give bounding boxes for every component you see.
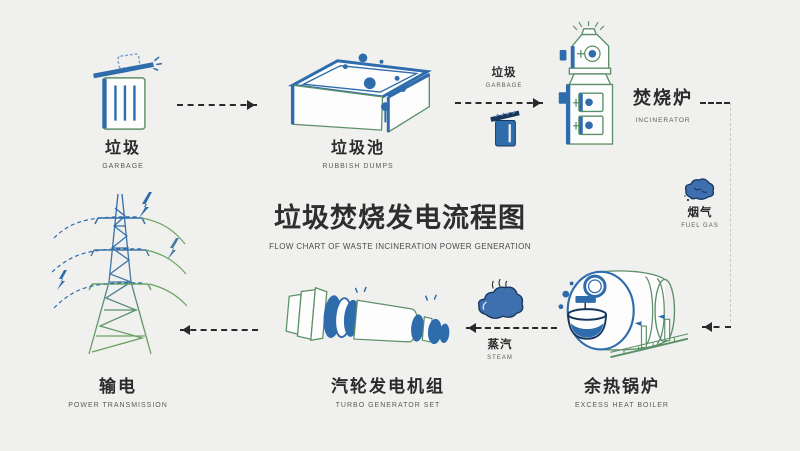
diagram-title-zh: 垃圾焚烧发电流程图 [274, 203, 526, 233]
power-transmission-label-zh: 输电 [99, 377, 137, 396]
garbage-can-icon [86, 52, 162, 136]
flue-path-top-segment [700, 102, 730, 104]
transmission-tower-icon [52, 186, 187, 366]
turbo-generator-label-zh: 汽轮发电机组 [331, 377, 445, 396]
garbage-feed-label-en: GARBAGE [485, 83, 523, 89]
fuel-gas-cloud-icon [682, 176, 718, 204]
steam-label-en: STEAM [487, 355, 513, 361]
rubbish-dumps-label: 垃圾池 RUBBISH DUMPS [308, 134, 408, 170]
fuel-gas-label-zh: 烟气 [687, 207, 713, 219]
arrow-dumps-to-incinerator [455, 98, 543, 108]
rubbish-dumps-label-en: RUBBISH DUMPS [322, 163, 394, 170]
diagram-title: 垃圾焚烧发电流程图 FLOW CHART OF WASTE INCINERATI… [230, 196, 570, 251]
steam-label: 蒸汽 STEAM [470, 336, 530, 361]
garbage-label: 垃圾 GARBAGE [73, 134, 173, 170]
garbage-feed-label: 垃圾 GARBAGE [474, 64, 534, 89]
arrow-boiler-to-turbine [466, 323, 557, 333]
turbo-generator-label-en: TURBO GENERATOR SET [335, 402, 441, 409]
excess-heat-boiler-label: 余热锅炉 EXCESS HEAT BOILER [542, 372, 702, 409]
power-transmission-label-en: POWER TRANSMISSION [68, 402, 168, 409]
steam-cloud-icon [476, 278, 526, 322]
flue-path-vertical-segment [730, 103, 731, 322]
steam-label-zh: 蒸汽 [487, 339, 513, 351]
incinerator-label-zh: 焚烧炉 [633, 88, 693, 108]
garbage-label-en: GARBAGE [102, 163, 144, 170]
rubbish-dumps-label-zh: 垃圾池 [330, 140, 385, 157]
fuel-gas-label-en: FUEL GAS [681, 223, 719, 229]
power-transmission-label: 输电 POWER TRANSMISSION [38, 372, 198, 409]
arrow-flue-to-boiler [702, 322, 731, 332]
fuel-gas-label: 烟气 FUEL GAS [670, 204, 730, 229]
incinerator-label-en: INCINERATOR [635, 117, 691, 124]
arrow-turbine-to-transmission [180, 325, 258, 335]
turbo-generator-icon [283, 284, 459, 360]
garbage-feed-label-zh: 垃圾 [491, 67, 517, 79]
excess-heat-boiler-label-en: EXCESS HEAT BOILER [575, 402, 669, 409]
incinerator-icon [553, 20, 625, 150]
garbage-label-zh: 垃圾 [104, 140, 141, 157]
incinerator-label: 焚烧炉 INCINERATOR [628, 84, 698, 124]
arrow-garbage-to-dumps [177, 100, 257, 110]
garbage-feed-trash-icon [488, 108, 522, 150]
turbo-generator-label: 汽轮发电机组 TURBO GENERATOR SET [308, 372, 468, 409]
diagram-title-en: FLOW CHART OF WASTE INCINERATION POWER G… [269, 242, 531, 251]
rubbish-dumps-icon [286, 52, 434, 134]
excess-heat-boiler-label-zh: 余热锅炉 [584, 377, 660, 396]
excess-heat-boiler-icon [556, 264, 692, 363]
